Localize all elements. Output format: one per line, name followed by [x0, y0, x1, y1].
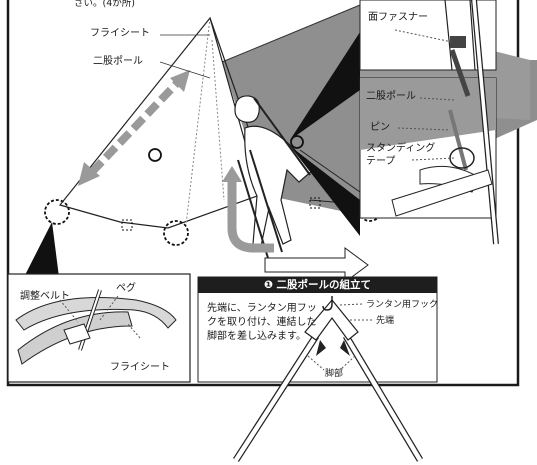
label-adjust-belt: 調整ベルト [20, 291, 70, 302]
label-tip: 先端 [376, 316, 395, 326]
header-note: さい。(4か所) [74, 0, 135, 9]
label-leg: 脚部 [325, 369, 344, 379]
assembly-description: 先端に、ランタン用フックを取り付け、連結した脚部を差し込みます。 [207, 303, 317, 342]
assembly-section-title: ❶ 二股ポールの組立て [198, 277, 437, 293]
label-lantern-hook: ランタン用フック [366, 300, 439, 310]
step-badge: ❶ [263, 279, 273, 291]
label-standing-tape-2: テープ [366, 156, 396, 167]
label-bipod-pole-left: 二股ポール [93, 56, 143, 67]
label-bipod-pole-inset: 二股ポール [366, 91, 416, 102]
label-fly-sheet-top: フライシート [90, 28, 150, 39]
label-peg: ペグ [116, 283, 136, 294]
label-face-fastener: 面ファスナー [368, 12, 428, 23]
label-standing-tape-1: スタンディング [366, 143, 436, 154]
label-pin: ピン [370, 122, 390, 133]
assembly-title-text: 二股ポールの組立て [276, 279, 372, 291]
label-fly-sheet-bottom: フライシート [110, 362, 170, 373]
